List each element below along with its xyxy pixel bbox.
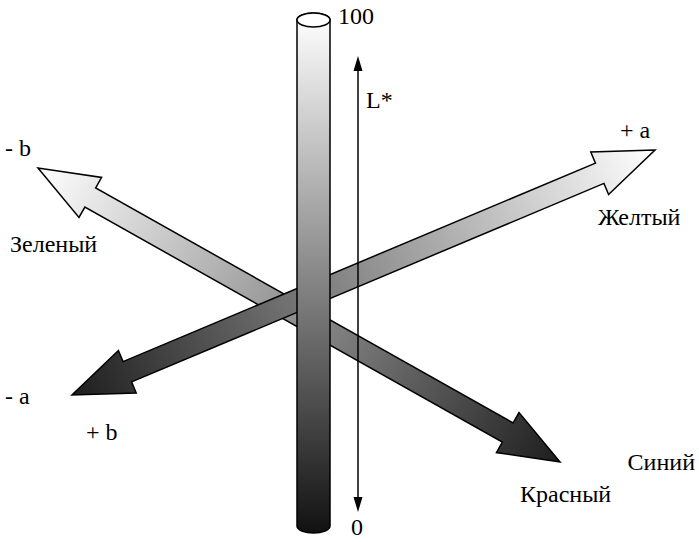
color-name: Красный [520, 482, 611, 506]
axis-name: L* [366, 88, 393, 112]
a-axis-arrow [72, 150, 655, 395]
axis-name: - b [5, 136, 31, 160]
color-name: + b [86, 420, 118, 444]
color-name: Зеленый [10, 232, 97, 256]
axis-value: 100 [338, 4, 374, 28]
axis-name: Синий [628, 450, 695, 474]
l-axis-line [357, 68, 359, 500]
cylinder-top [297, 13, 330, 27]
lightness-cylinder [297, 13, 330, 533]
l-axis-head [354, 56, 363, 71]
axis-value: 0 [351, 515, 363, 539]
color-name: Желтый [598, 205, 680, 229]
axis-name: - a [5, 384, 30, 408]
axis-name: + a [620, 118, 650, 142]
l-axis-head [354, 497, 363, 512]
